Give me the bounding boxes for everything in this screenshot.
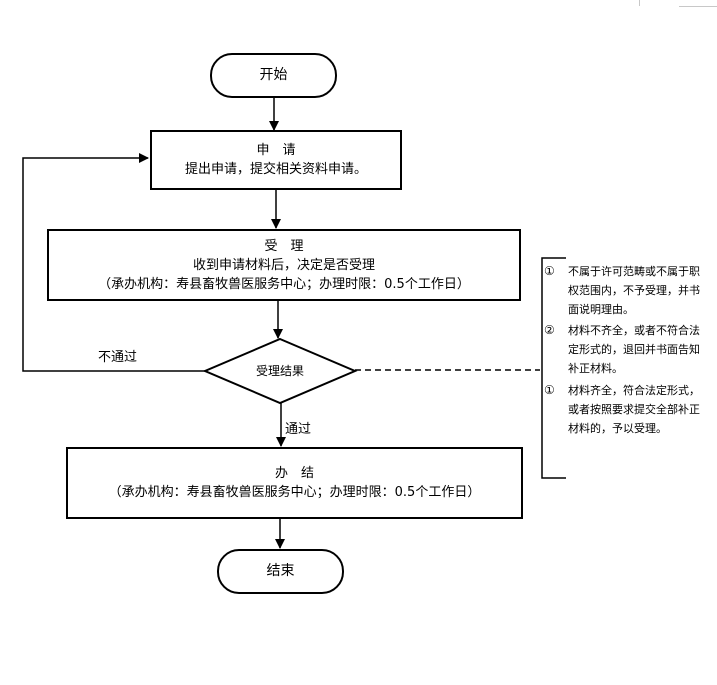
accept-box: 受 理 收到申请材料后，决定是否受理 （承办机构：寿县畜牧兽医服务中心；办理时限… (47, 229, 521, 301)
decision-notes: ① 不属于许可范畴或不属于职权范围内，不予受理，并书面说明理由。 ② 材料不齐全… (544, 262, 714, 438)
fail-label: 不通过 (98, 350, 138, 365)
accept-title: 受 理 (264, 238, 304, 254)
finish-box: 办 结 （承办机构：寿县畜牧兽医服务中心；办理时限：0.5个工作日） (66, 447, 523, 519)
finish-org: （承办机构：寿县畜牧兽医服务中心；办理时限：0.5个工作日） (108, 485, 481, 500)
apply-box: 申 请 提出申请，提交相关资料申请。 (150, 130, 402, 190)
corner-mark-right (679, 0, 717, 7)
corner-mark-left (639, 0, 641, 6)
end-node: 结束 (217, 549, 344, 594)
note-text: 不属于许可范畴或不属于职权范围内，不予受理，并书面说明理由。 (568, 265, 700, 316)
note-item: ① 材料齐全，符合法定形式，或者按照要求提交全部补正材料的，予以受理。 (544, 381, 714, 438)
decision-label: 受理结果 (205, 340, 355, 400)
accept-org: （承办机构：寿县畜牧兽医服务中心；办理时限：0.5个工作日） (98, 276, 470, 292)
decision-text: 受理结果 (255, 363, 304, 378)
end-label: 结束 (266, 563, 295, 579)
note-item: ① 不属于许可范畴或不属于职权范围内，不予受理，并书面说明理由。 (544, 262, 714, 321)
accept-desc: 收到申请材料后，决定是否受理 (192, 257, 375, 273)
pass-label: 通过 (285, 422, 312, 437)
start-node: 开始 (210, 53, 337, 98)
note-marker: ② (544, 323, 555, 337)
start-label: 开始 (259, 67, 288, 83)
note-marker: ① (544, 264, 555, 278)
apply-title: 申 请 (256, 143, 296, 158)
note-item: ② 材料不齐全，或者不符合法定形式的，退回并书面告知补正材料。 (544, 321, 714, 381)
note-marker: ① (544, 383, 555, 397)
finish-title: 办 结 (274, 466, 314, 481)
note-text: 材料不齐全，或者不符合法定形式的，退回并书面告知补正材料。 (568, 324, 700, 375)
apply-desc: 提出申请，提交相关资料申请。 (184, 162, 367, 177)
note-text: 材料齐全，符合法定形式，或者按照要求提交全部补正材料的，予以受理。 (568, 384, 700, 435)
notes-bracket (541, 257, 566, 479)
decision-diamond (202, 337, 358, 405)
arrow-reject-loop (22, 153, 205, 372)
